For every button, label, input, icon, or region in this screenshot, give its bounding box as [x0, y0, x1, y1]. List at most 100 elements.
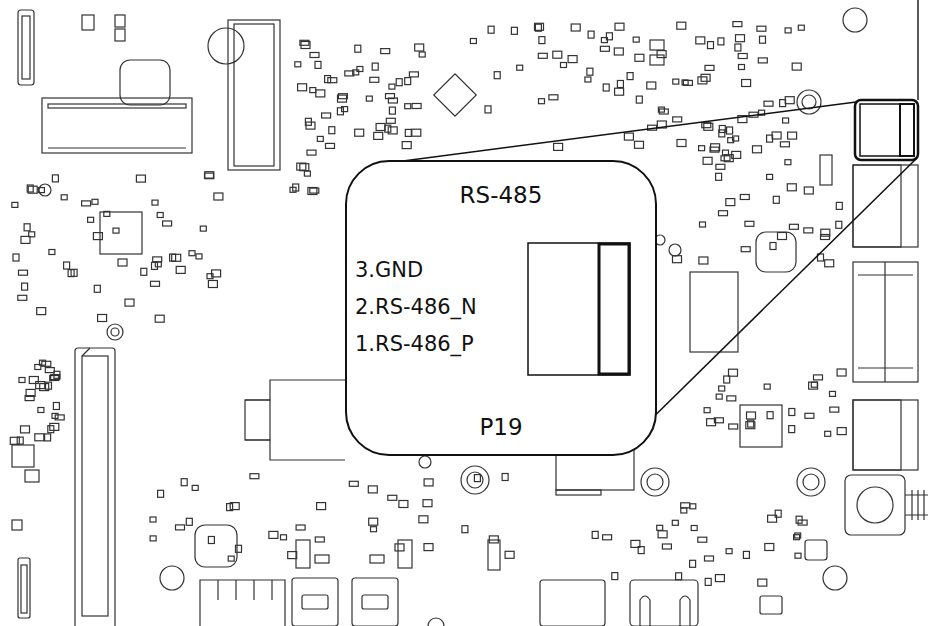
smd-pad	[412, 129, 421, 136]
smd-pad	[764, 101, 773, 106]
smd-pad	[355, 129, 364, 136]
smd-pad	[488, 26, 494, 33]
smd-pad	[151, 281, 160, 286]
smd-pad	[738, 54, 747, 59]
smd-pad	[814, 375, 823, 380]
smd-pad	[635, 54, 644, 61]
smd-pad	[396, 79, 402, 86]
smd-pad	[316, 90, 325, 97]
smd-pad	[601, 38, 607, 43]
smd-pad	[189, 251, 195, 256]
smd-pad	[152, 200, 158, 205]
smd-pad	[682, 80, 688, 85]
smd-pad	[740, 195, 749, 200]
smd-pad	[561, 63, 567, 68]
smd-pad	[29, 377, 38, 384]
smd-pad	[778, 233, 787, 240]
smd-pad	[681, 508, 687, 513]
smd-pad	[405, 104, 411, 109]
smd-pad	[386, 118, 395, 123]
smd-pad	[317, 503, 326, 510]
smd-pad	[726, 549, 732, 554]
smd-pad	[281, 535, 287, 540]
smd-pad	[837, 428, 846, 435]
smd-pad	[155, 315, 164, 322]
smd-pad	[269, 531, 278, 538]
smd-pad	[24, 224, 30, 231]
smd-pad	[230, 503, 239, 510]
smd-pad	[419, 516, 428, 523]
smd-pad	[405, 78, 411, 85]
smd-pad	[789, 409, 795, 416]
smd-pad	[13, 254, 19, 261]
smd-pad	[342, 107, 348, 112]
smd-pad	[719, 130, 725, 137]
smd-pad	[699, 257, 708, 264]
smd-pad	[727, 396, 736, 401]
smd-pad	[150, 536, 156, 541]
smd-pad	[328, 78, 337, 83]
smd-pad	[82, 201, 91, 206]
smd-pad	[71, 269, 77, 276]
smd-pad	[780, 100, 786, 107]
smd-pad	[381, 49, 390, 54]
smd-pad	[735, 44, 741, 51]
smd-pad	[690, 560, 696, 567]
smd-pad	[658, 531, 667, 538]
smd-pad	[716, 173, 722, 180]
smd-pad	[502, 474, 508, 481]
smd-pad	[677, 140, 686, 147]
smd-pad	[698, 537, 707, 542]
smd-pad	[837, 369, 846, 376]
smd-pad	[424, 479, 433, 486]
smd-pad	[603, 535, 612, 540]
smd-pad	[538, 53, 547, 58]
smd-pad	[172, 254, 181, 261]
smd-pad	[338, 95, 347, 102]
smd-pad	[705, 578, 711, 585]
smd-pad	[395, 544, 404, 551]
smd-pad	[326, 143, 335, 148]
smd-pad	[374, 132, 383, 139]
smd-pad	[368, 486, 377, 493]
smd-pad	[474, 475, 480, 482]
smd-pad	[35, 434, 44, 441]
smd-pad	[293, 184, 299, 191]
smd-pad	[25, 396, 34, 401]
smd-pad	[553, 51, 562, 58]
smd-pad	[61, 195, 67, 200]
smd-pad	[485, 106, 491, 113]
smd-pad	[300, 164, 309, 171]
smd-pad	[181, 479, 187, 486]
smd-pad	[310, 88, 316, 93]
smd-pad	[775, 510, 781, 517]
smd-pad	[809, 382, 818, 389]
smd-pad	[804, 187, 813, 194]
smd-pad	[785, 97, 794, 104]
smd-pad	[795, 553, 801, 558]
smd-pad	[718, 38, 724, 45]
smd-pad	[699, 146, 705, 151]
smd-pad	[511, 27, 517, 34]
smd-pad	[205, 172, 214, 179]
smd-pad	[315, 537, 324, 542]
smd-pad	[64, 262, 70, 269]
smd-pad	[785, 160, 791, 165]
smd-pad	[585, 77, 591, 82]
smd-pad	[405, 129, 411, 136]
smd-pad	[742, 80, 751, 87]
smd-pad	[772, 132, 781, 139]
smd-pad	[716, 164, 725, 169]
smd-pad	[494, 72, 500, 79]
smd-pad	[794, 535, 800, 540]
smd-pad	[764, 384, 770, 389]
smd-pad	[535, 23, 544, 30]
smd-pad	[681, 503, 690, 508]
smd-pad	[45, 434, 51, 441]
smd-pad	[295, 62, 301, 67]
smd-pad	[705, 556, 714, 561]
smd-pad	[758, 58, 767, 63]
smd-pad	[757, 26, 766, 31]
smd-pad	[19, 378, 25, 383]
smd-parts	[10, 22, 846, 587]
